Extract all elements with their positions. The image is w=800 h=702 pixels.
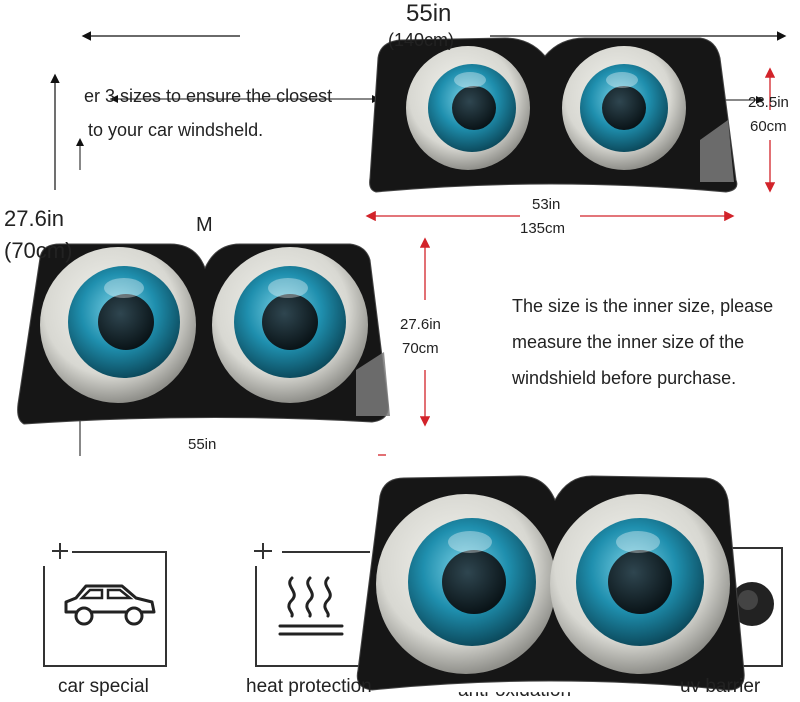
note-line-2: measure the inner size of the xyxy=(512,332,745,352)
eye-left-middle xyxy=(40,247,196,403)
inner-width-cm-label: 135cm xyxy=(520,220,566,237)
feature-label-car-special: car special xyxy=(58,676,149,697)
middle-height-in-label: 27.6in xyxy=(400,316,441,333)
sun-icon xyxy=(730,582,774,626)
info-line-2: to your car windsheld. xyxy=(88,120,264,140)
feature-label-heat-protection: heat protection xyxy=(246,676,372,697)
top-width-cm-label: (140cm) xyxy=(388,30,455,50)
left-height-cm-label: (70cm) xyxy=(4,238,73,263)
top-height-cm-label: 60cm xyxy=(750,118,787,135)
feature-label-anti-oxidation: anti-oxidation xyxy=(458,680,572,701)
top-height-in-label: 23.5in xyxy=(748,94,789,111)
feature-label-uv-barrier: uv barrier xyxy=(680,676,761,697)
size-label-m: M xyxy=(196,214,213,236)
top-width-in-label: 55in xyxy=(406,0,452,27)
left-height-in-label: 27.6in xyxy=(4,206,64,231)
note-line-1: The size is the inner size, please xyxy=(512,296,774,316)
info-line-1: er 3 sizes to ensure the closest xyxy=(84,86,333,106)
eye-right-middle xyxy=(212,247,368,403)
eye-left-bottom xyxy=(376,494,556,674)
inner-width-in-label: 53in xyxy=(532,196,561,213)
heat-protection-box xyxy=(254,543,372,667)
middle-height-cm-label: 70cm xyxy=(402,340,439,357)
eye-right-bottom xyxy=(550,494,730,674)
middle-width-in-label: 55in xyxy=(188,436,217,453)
car-special-box xyxy=(43,543,167,667)
car-icon xyxy=(64,584,156,626)
uv-barrier-box xyxy=(720,547,783,667)
heat-waves-icon xyxy=(278,576,344,636)
eye-right-top xyxy=(562,46,686,170)
note-line-3: windshield before purchase. xyxy=(512,368,737,388)
eye-left-top xyxy=(406,46,530,170)
